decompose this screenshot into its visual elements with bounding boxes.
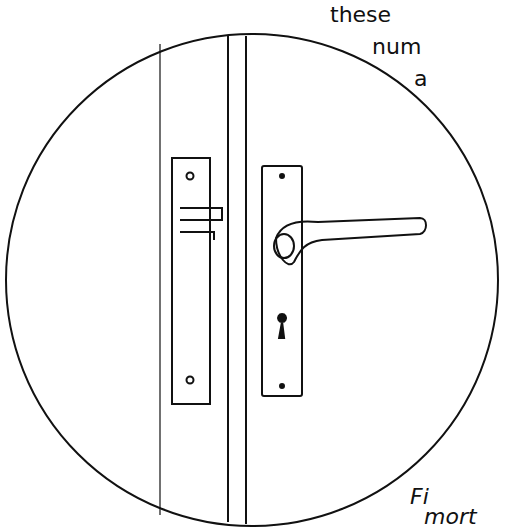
- page-text-fragment: num: [372, 36, 421, 58]
- door-edge: [245, 36, 247, 524]
- screw: [187, 377, 194, 384]
- bolt-notch: [180, 232, 214, 240]
- door-edge: [227, 36, 229, 522]
- keyhole: [278, 314, 286, 338]
- door-frame: [159, 44, 160, 515]
- frame-circle: [6, 34, 498, 526]
- page-text-fragment: Fi: [410, 486, 429, 508]
- page-text-fragment: mort: [424, 506, 477, 528]
- forend-plate: [172, 158, 210, 404]
- page-text-fragment: a: [414, 68, 427, 90]
- screw: [187, 173, 194, 180]
- screw: [280, 384, 284, 388]
- lever-handle: [276, 218, 426, 264]
- handle-plate: [262, 166, 302, 396]
- lever-rose: [274, 234, 294, 258]
- screw: [280, 174, 284, 178]
- page-text-fragment: these: [330, 4, 391, 26]
- latch-bolt: [180, 208, 222, 220]
